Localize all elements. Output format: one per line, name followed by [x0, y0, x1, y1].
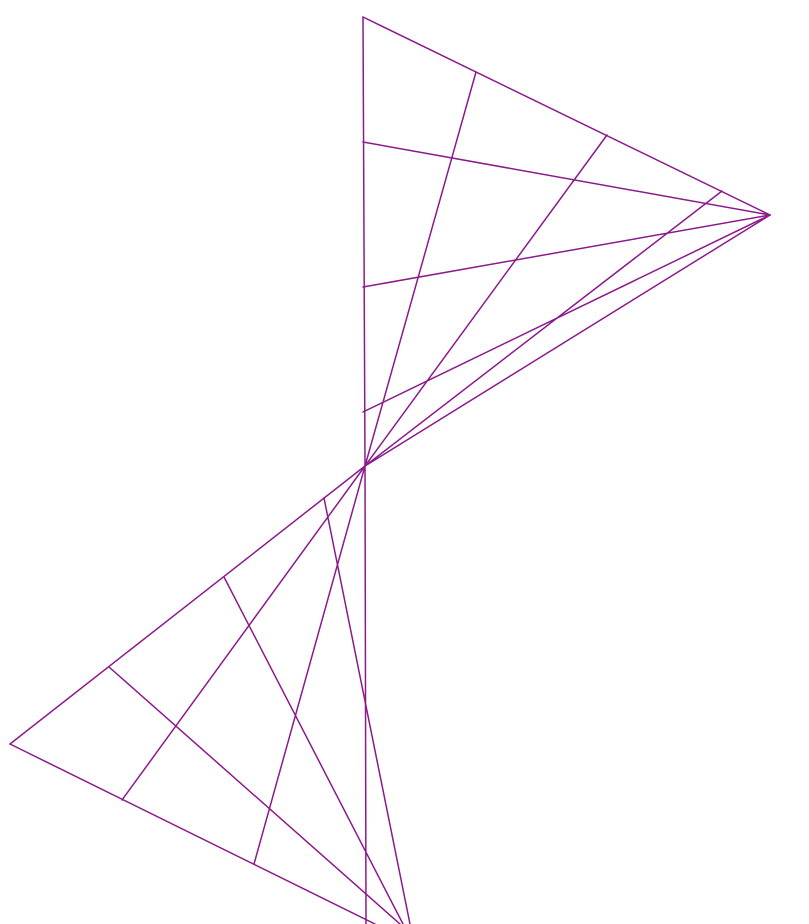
lower-fan-line-2 [253, 465, 366, 865]
upper-left-edge [362, 16, 366, 467]
lower-cross-line-2 [223, 576, 404, 924]
lower-top-edge [9, 465, 366, 745]
lower-fan-line-1 [121, 465, 366, 801]
upper-cross-line-2 [364, 134, 608, 467]
lower-bottom-edge [9, 743, 376, 924]
upper-triangle [362, 16, 771, 467]
upper-bottom-edge [364, 214, 771, 467]
upper-cross-line-1 [364, 71, 477, 467]
lower-vertical-edge [364, 465, 367, 924]
lower-triangle [9, 465, 411, 924]
upper-fan-line-2 [362, 214, 771, 288]
upper-fan-line-3 [362, 214, 771, 413]
lower-cross-line-3 [323, 497, 411, 924]
upper-fan-line-1 [362, 141, 771, 216]
upper-cross-line-3 [364, 190, 723, 467]
upper-top-edge [362, 16, 771, 216]
lower-cross-line-1 [108, 666, 401, 924]
